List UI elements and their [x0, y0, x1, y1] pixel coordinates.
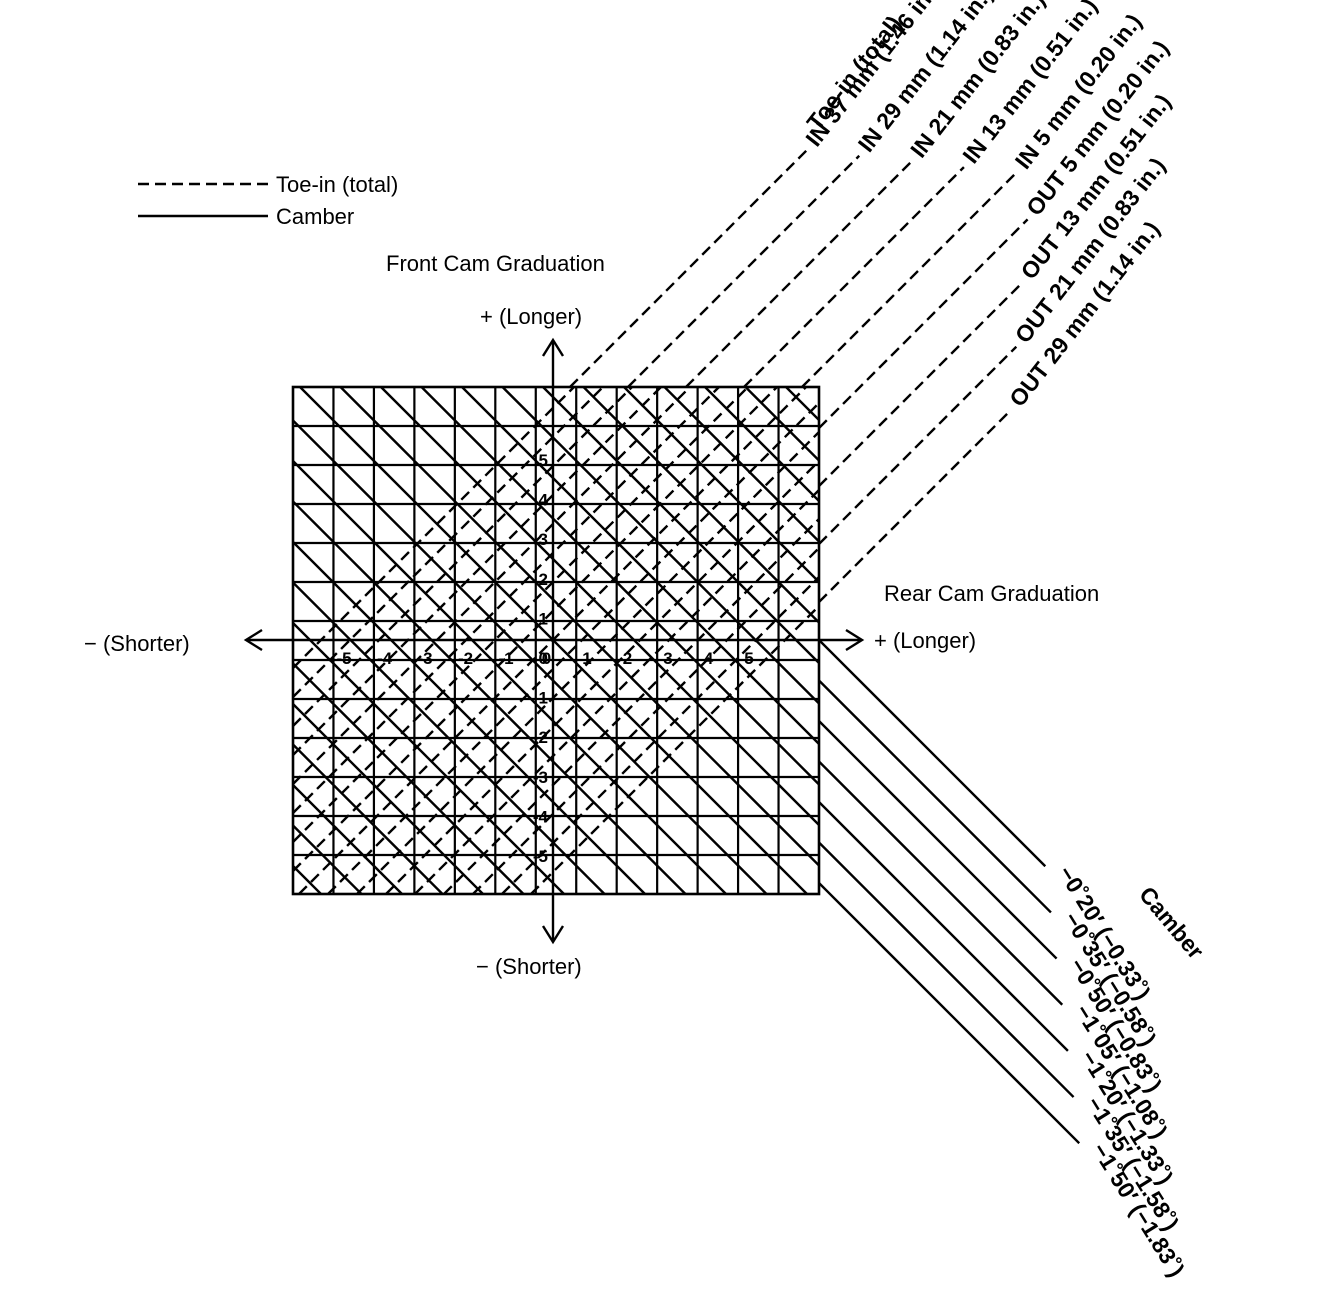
rear-axis-tick: -3 — [417, 649, 432, 668]
camber-lines — [292, 386, 1081, 1145]
legend-toe-label: Toe-in (total) — [276, 172, 398, 197]
toe-in-diagonal — [292, 386, 662, 756]
rear-axis-title: Rear Cam Graduation — [884, 581, 1099, 606]
rear-axis-tick: -1 — [498, 649, 513, 668]
camber-diagonal — [380, 386, 820, 826]
rear-axis-left-arrow-icon — [243, 628, 263, 652]
toe-in-diagonal — [292, 386, 604, 698]
rear-axis-ticks: -5 -4 -3 -2 -1 0 1 2 3 4 5 — [336, 649, 753, 668]
toe-in-extension-line — [818, 345, 1018, 545]
camber-diagonal — [292, 703, 484, 895]
camber-extension-line — [818, 801, 1069, 1052]
camber-extension-line — [818, 639, 1047, 868]
camber-extension-line — [818, 679, 1052, 914]
camber-diagonal — [704, 386, 820, 502]
camber-diagonal — [663, 386, 820, 543]
camber-diagonal — [292, 622, 565, 895]
front-axis-ticks: 5 4 3 2 1 0 -1 -2 -3 -4 -5 — [533, 451, 549, 866]
camber-diagonal — [501, 386, 820, 705]
camber-diagonal — [542, 386, 820, 664]
toe-in-diagonal — [443, 518, 820, 895]
rear-axis-right-arrow-icon — [845, 628, 865, 652]
camber-diagonal — [623, 386, 820, 583]
rear-axis-tick: 0 — [542, 649, 551, 668]
toe-in-extension-line — [569, 149, 808, 388]
camber-diagonal — [292, 784, 403, 895]
toe-in-extension-line — [685, 160, 913, 388]
legend: Toe-in (total) Camber — [138, 172, 398, 229]
camber-diagonal — [744, 386, 820, 462]
rear-cam-axis — [243, 628, 865, 652]
camber-extension-line — [818, 720, 1058, 960]
toe-in-labels: IN 37 mm (1.46 in.)IN 29 mm (1.14 in.)IN… — [800, 0, 1176, 411]
rear-axis-tick: -2 — [458, 649, 473, 668]
toe-in-diagonal — [292, 386, 575, 669]
front-axis-title: Front Cam Graduation — [386, 251, 605, 276]
toe-in-diagonal — [292, 386, 720, 814]
front-axis-up-arrow-icon — [541, 337, 565, 357]
toe-in-diagonal — [292, 386, 691, 785]
toe-in-extension-line — [801, 171, 1018, 388]
camber-diagonal — [292, 541, 646, 895]
rear-axis-tick: 1 — [582, 649, 591, 668]
camber-labels: −0˚20′ (−0.33˚)−0˚35′ (−0.58˚)−0˚50′ (−0… — [1053, 861, 1209, 1281]
camber-extension-line — [818, 882, 1081, 1145]
camber-diagonal — [420, 386, 820, 786]
camber-diagonal — [785, 386, 820, 421]
toe-in-extension-line — [818, 218, 1029, 429]
front-axis-tick: 5 — [539, 451, 548, 470]
camber-extension-line — [818, 841, 1075, 1098]
front-axis-tick: 2 — [539, 570, 548, 589]
front-axis-minus-label: − (Shorter) — [476, 954, 582, 979]
front-axis-plus-label: + (Longer) — [480, 304, 582, 329]
toe-in-extension-line — [818, 282, 1023, 487]
front-axis-tick: -2 — [533, 728, 548, 747]
camber-title: Camber — [1134, 882, 1209, 964]
front-axis-tick: 0 — [539, 649, 548, 668]
front-axis-tick: 3 — [539, 530, 548, 549]
rear-axis-tick: 5 — [744, 649, 753, 668]
front-axis-tick: 1 — [539, 609, 548, 628]
rear-axis-tick: 3 — [663, 649, 672, 668]
front-axis-down-arrow-icon — [541, 925, 565, 945]
toe-in-lines — [292, 149, 1029, 895]
camber-diagonal — [292, 824, 363, 895]
toe-in-extension-line — [743, 166, 965, 388]
rear-axis-tick: 4 — [704, 649, 714, 668]
toe-in-extension-line — [627, 154, 861, 388]
camber-diagonal — [292, 662, 525, 895]
rear-axis-minus-label: − (Shorter) — [84, 631, 190, 656]
toe-in-diagonal — [414, 489, 820, 895]
toe-in-diagonal — [385, 460, 820, 895]
toe-in-diagonal — [356, 431, 820, 895]
camber-diagonal — [292, 500, 687, 895]
front-axis-tick: -1 — [533, 689, 548, 708]
toe-in-diagonal — [292, 386, 778, 872]
toe-in-diagonal — [292, 386, 749, 843]
camber-diagonal — [292, 419, 768, 895]
toe-in-diagonal — [327, 402, 820, 895]
toe-in-diagonal — [292, 386, 633, 727]
camber-extension-line — [818, 760, 1064, 1006]
front-axis-tick: -3 — [533, 768, 548, 787]
rear-axis-tick: 2 — [623, 649, 632, 668]
rear-axis-tick: -4 — [377, 649, 393, 668]
camber-diagonal — [292, 460, 727, 895]
rear-axis-tick: -5 — [336, 649, 351, 668]
toe-in-diagonal — [501, 576, 820, 895]
camber-diagonal — [292, 743, 444, 895]
camber-diagonal — [582, 386, 820, 624]
legend-camber-label: Camber — [276, 204, 354, 229]
front-axis-tick: -5 — [533, 847, 548, 866]
toe-in-extension-line — [818, 409, 1012, 603]
camber-diagonal — [461, 386, 820, 745]
camber-diagonal — [292, 865, 322, 895]
toe-in-diagonal — [472, 547, 820, 895]
front-axis-tick: 4 — [539, 491, 549, 510]
camber-diagonal — [339, 386, 820, 867]
front-axis-tick: -4 — [533, 807, 549, 826]
rear-axis-plus-label: + (Longer) — [874, 628, 976, 653]
